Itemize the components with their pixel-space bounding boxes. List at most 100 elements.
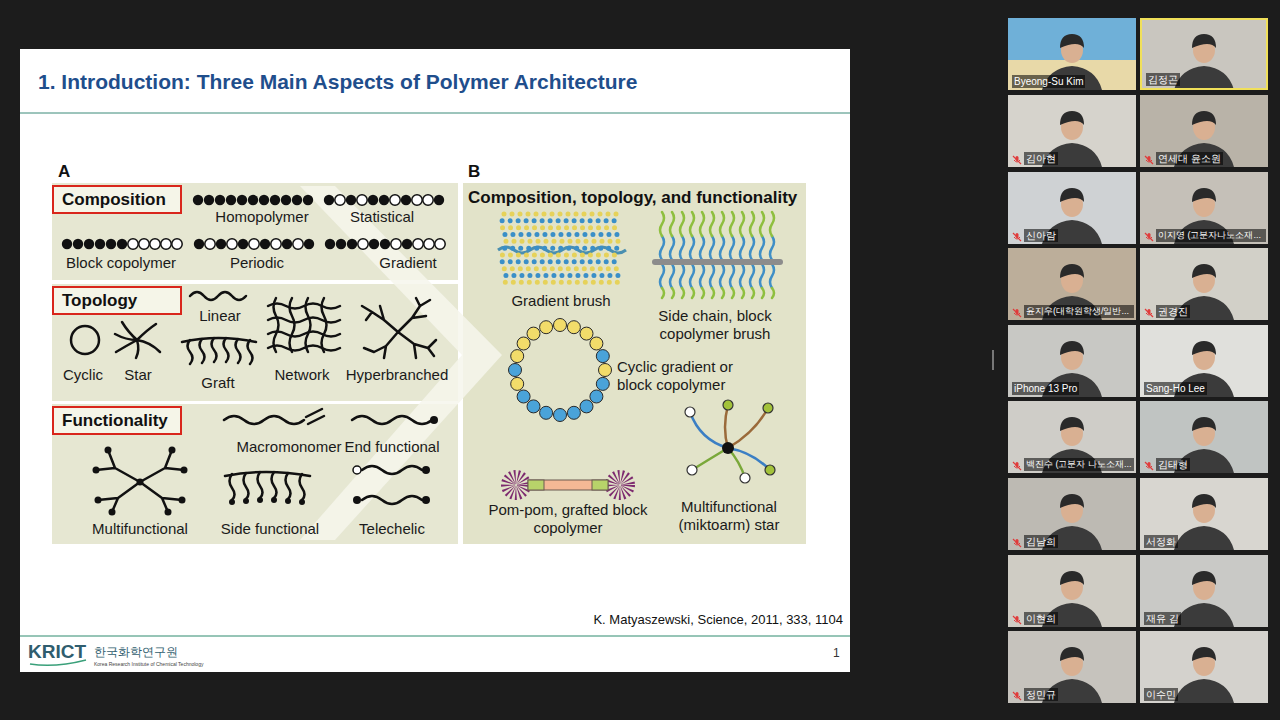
functionality-sketches [306,409,324,424]
combined-sketches [511,350,524,363]
participant-name: 김아현 [1024,152,1058,165]
composition-beads [402,239,412,249]
composition-beads [194,239,204,249]
combined-sketches [692,448,728,470]
video-tiles [1140,325,1268,397]
combined-sketches [509,364,522,377]
combined-panel: Composition, topology, and functionality… [463,183,806,544]
participant-name: 김정곤 [1146,73,1180,86]
slide-title: 1. Introduction: Three Main Aspects of P… [38,69,637,95]
video-tiles [1140,95,1268,167]
composition-beads [84,239,94,249]
composition-beads [139,239,149,249]
composition-beads [413,239,423,249]
combined-sketches [592,480,608,490]
participant-silhouette [1174,647,1234,703]
topology-sketches [188,338,253,364]
structure-label: Block copolymer [56,254,186,272]
participant-name: 연세대 윤소원 [1156,152,1223,165]
participant-name: 서정화 [1144,535,1178,548]
functionality-sketches [243,498,249,504]
combined-sketches [690,412,728,448]
muted-mic-icon [1013,156,1153,700]
composition-beads [172,239,182,249]
slide-sheet [20,49,850,672]
composition-beads [358,239,368,249]
composition-beads [161,239,171,249]
participant-name: 김남희 [1024,535,1058,548]
composition-beads [424,239,434,249]
functionality-sketches [95,497,102,504]
combined-sketches [599,364,612,377]
composition-beads [293,239,303,249]
aspect-heading-text: Functionality [54,408,180,433]
combined-sketches [725,405,728,448]
combined-sketches [596,350,609,363]
composition-beads [380,239,390,249]
structure-label: Cyclic [53,366,113,384]
participant-tile: 김아현 [1008,95,1136,167]
composition-beads [205,239,215,249]
combined-sketches [527,400,540,413]
video-tiles [1008,18,1268,703]
video-tiles [1008,60,1136,90]
combined-sketches [554,319,567,332]
logo-subtitle: Korea Research Institute of Chemical Tec… [94,661,203,667]
combined-sketches [528,480,608,490]
logo-korean: 한국화학연구원 [94,645,178,659]
combined-sketches [723,400,733,410]
participant-tile: 김정곤 [1140,18,1268,90]
muted-mic-icon [1145,462,1153,470]
video-tiles [1008,478,1136,550]
combined-sketches [580,400,593,413]
functionality-sketches [422,496,430,504]
structure-label: End functional [342,438,442,456]
composition-beads [390,195,400,205]
combined-sketches [655,259,780,265]
composition-beads [117,239,127,249]
combined-sketches [612,477,628,493]
combined-sketches [722,442,734,454]
functionality-sketches [109,509,116,516]
structure-label: Telechelic [347,520,437,538]
functionality-sketches [352,416,432,424]
participant-name: iPhone 13 Pro [1012,382,1079,395]
aspect-heading-text: Composition [54,187,180,212]
combined-sketches [590,337,603,350]
composition-beads [423,195,433,205]
window-ground [992,350,994,370]
video-tiles [1008,325,1136,397]
structure-label: Homopolymer [202,208,322,226]
composition-beads [271,239,281,249]
composition-beads [324,195,334,205]
structure-label: Multifunctional [80,520,200,538]
aspect-heading-text: Topology [54,288,180,313]
muted-mic-icon [1013,616,1021,624]
composition-beads [379,195,389,205]
structure-label: Macromonomer [236,438,342,456]
combined-sketches [554,409,567,422]
video-tiles [1008,95,1136,167]
functionality-sketches [179,497,186,504]
participant-name: 이지영 (고분자나노소재... [1156,229,1266,242]
functionality-band: MacromonomerEnd functionalMultifunctiona… [52,404,458,544]
topology-sketches [182,338,256,342]
slide-sheet [20,49,850,672]
video-tiles [1008,631,1136,703]
composition-beads [292,195,302,205]
aspect-heading: Composition [52,185,182,214]
combined-sketches [590,390,603,403]
combined-sketches [763,403,773,413]
composition-band: HomopolymerStatisticalBlock copolymerPer… [52,183,458,280]
participant-tile: 재유 김 [1140,555,1268,627]
page-number: 1 [833,646,840,660]
participant-name: 백진수 (고분자 나노소재... [1024,458,1134,471]
composition-beads [412,195,422,205]
participant-tile: 권경진 [1140,248,1268,320]
participant-silhouette [1174,571,1234,627]
participant-tile: 신아람 [1008,172,1136,244]
functionality-sketches [165,509,172,516]
composition-beads [150,239,160,249]
participant-name: Byeong-Su Kim [1012,75,1085,88]
